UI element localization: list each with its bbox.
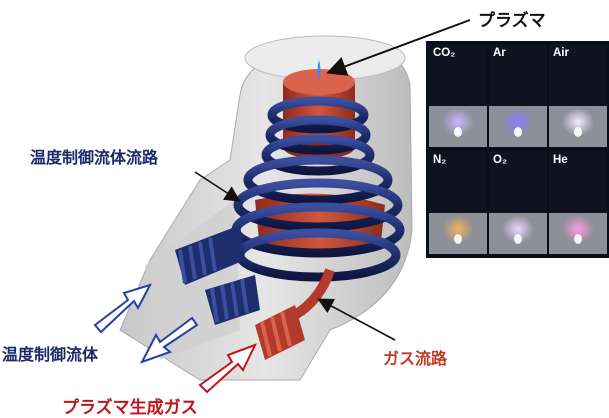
gas-path-pointer (317, 298, 396, 341)
label-plasma: プラズマ (478, 11, 546, 31)
gas-cell-label: He (553, 154, 568, 166)
gas-cell: N₂ (429, 151, 487, 254)
gas-flame-image (549, 44, 607, 147)
coolant-path-pointer (194, 171, 241, 202)
gas-cell-label: CO₂ (433, 47, 456, 59)
gas-cell-label: Air (553, 47, 569, 59)
gas-cell-label: O₂ (493, 154, 508, 166)
coolant-out-arrow (139, 316, 199, 364)
coolant-connector-2 (205, 275, 260, 325)
coolant-connector-1 (175, 225, 245, 285)
label-coolant-path: 温度制御流体流路 (30, 148, 159, 167)
gas-cell: Ar (489, 44, 547, 147)
gas-connector (255, 268, 335, 360)
plasma-flame-icon (317, 60, 321, 80)
gas-cell: CO₂ (429, 44, 487, 147)
gas-flame-image (429, 151, 487, 254)
plasma-pointer (326, 19, 471, 76)
label-gas-path: ガス流路 (383, 349, 448, 368)
gas-cell: Air (549, 44, 607, 147)
gas-flame-image (429, 44, 487, 147)
gas-flame-image (489, 44, 547, 147)
gas-cell-label: N₂ (433, 154, 447, 166)
gas-flame-image (489, 151, 547, 254)
label-plasma-gas: プラズマ生成ガス (62, 398, 198, 418)
gas-cell-label: Ar (493, 47, 506, 59)
coolant-in-arrow (93, 283, 152, 334)
gas-flame-image (549, 151, 607, 254)
gas-in-arrow (198, 343, 257, 394)
label-coolant: 温度制御流体 (2, 345, 99, 364)
gas-cell: O₂ (489, 151, 547, 254)
gas-photo-panel: CO₂ Ar Air N₂ O₂ He (426, 41, 609, 258)
gas-cell: He (549, 151, 607, 254)
